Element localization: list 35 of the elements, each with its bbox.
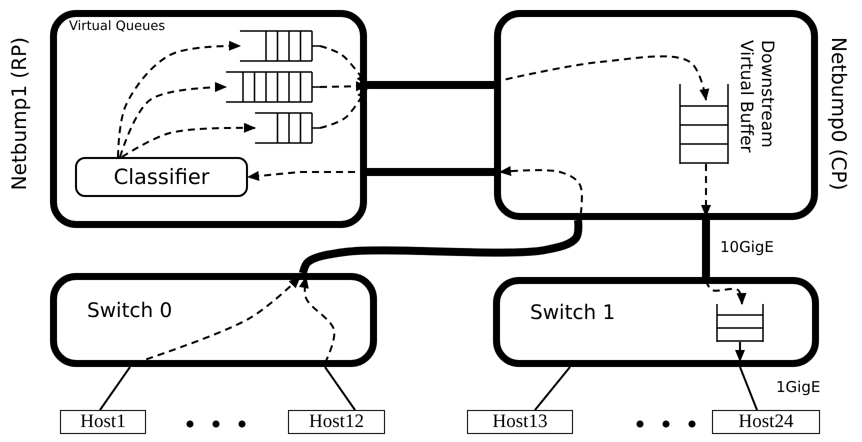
host-box (288, 410, 385, 434)
queue-drawing (716, 304, 764, 342)
device-label: Netbump0 (CP) (827, 37, 851, 190)
buffer-label: Downstream Virtual Buffer (735, 40, 777, 155)
network-link (299, 220, 582, 274)
queue-drawing (226, 71, 320, 103)
network-link (367, 168, 494, 176)
connector-line (739, 366, 758, 410)
device-box (493, 277, 819, 367)
network-link (367, 81, 494, 89)
host-label: Host24 (738, 411, 794, 433)
host-label: Host1 (79, 411, 127, 433)
device-box (50, 273, 377, 367)
device-label: Netbump1 (RP) (7, 37, 31, 190)
host-box (60, 410, 146, 434)
network-link (702, 220, 710, 277)
node-label: Switch 0 (87, 298, 172, 322)
arrow (117, 40, 241, 158)
host-box (712, 410, 820, 434)
connector-line (534, 366, 571, 411)
host-label: Host13 (492, 411, 548, 433)
process-box (75, 157, 248, 197)
queue-drawing (255, 112, 320, 144)
node-label: Switch 1 (530, 300, 616, 324)
queue-drawing (240, 30, 320, 62)
arrow (119, 82, 227, 158)
host-label: Host12 (308, 411, 365, 433)
connector-line (99, 366, 131, 411)
host-box (467, 410, 573, 434)
group-label: Virtual Queues (69, 19, 166, 34)
arrow (320, 87, 368, 129)
arrow (121, 122, 256, 158)
node-label: Classifier (112, 165, 210, 189)
arrow (735, 342, 745, 362)
connector-line (324, 366, 356, 411)
